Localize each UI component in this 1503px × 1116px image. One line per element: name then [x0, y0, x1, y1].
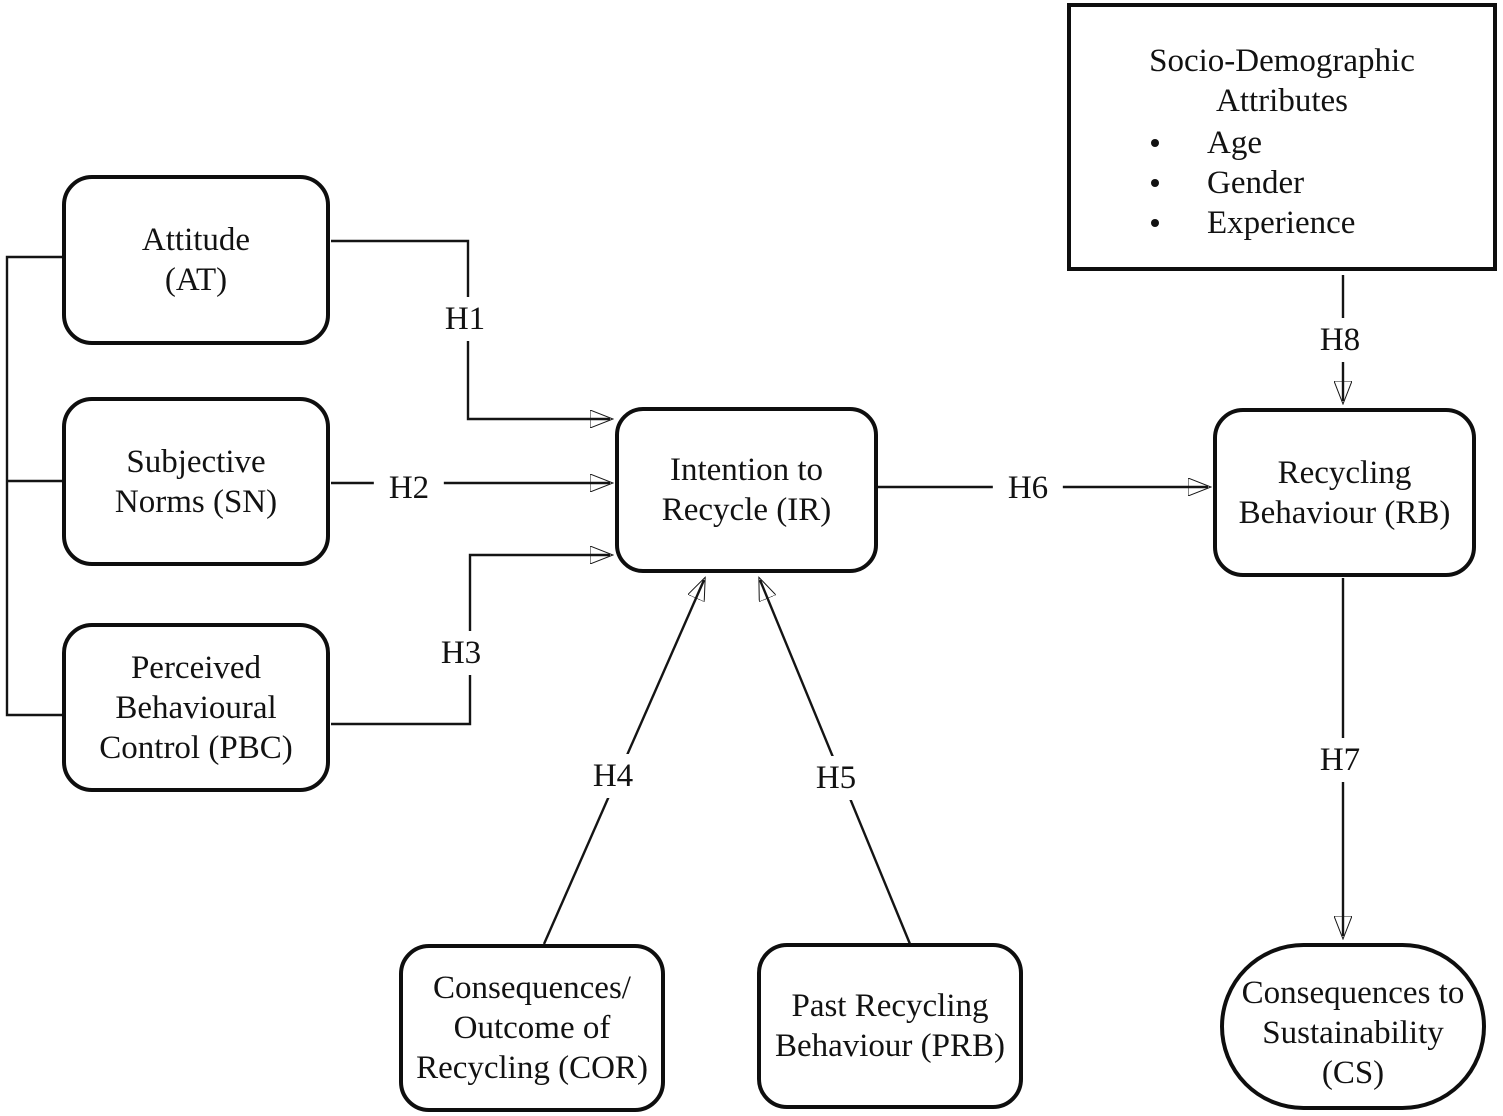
node-prb-line: Past Recycling: [791, 988, 989, 1024]
h7-label: H7: [1304, 738, 1376, 782]
node-pbc-line: Perceived: [130, 649, 262, 686]
socio-bullet-item: Gender: [1145, 163, 1493, 203]
node-attitude: Attitude (AT): [62, 175, 330, 345]
node-cs-line: (CS): [1321, 1054, 1385, 1091]
h8-label: H8: [1304, 318, 1376, 362]
node-past-recycling-behaviour: Past Recycling Behaviour (PRB): [757, 943, 1023, 1109]
node-cor-line: Consequences/: [433, 970, 631, 1006]
bullet-icon: [1151, 139, 1159, 147]
node-intention-line: Recycle (IR): [661, 492, 832, 528]
node-subjective-norms-line: Subjective: [126, 443, 266, 480]
node-recycling-behaviour-line: Behaviour (RB): [1238, 494, 1451, 531]
socio-title-line: Socio-Demographic: [1149, 43, 1415, 79]
node-intention-line: Intention to: [669, 452, 824, 488]
socio-bullet-label: Age: [1207, 125, 1262, 161]
node-intention-to-recycle: Intention to Recycle (IR): [615, 407, 878, 573]
bullet-icon: [1151, 219, 1159, 227]
node-pbc-line: Behavioural: [115, 689, 277, 726]
h1-label: H1: [429, 297, 501, 341]
socio-bullet-label: Experience: [1207, 205, 1356, 241]
node-recycling-behaviour: Recycling Behaviour (RB): [1213, 408, 1476, 577]
h3-label: H3: [425, 631, 497, 675]
node-cor-line: Recycling (COR): [416, 1050, 648, 1086]
h6-label: H6: [992, 466, 1064, 510]
correlation-bracket-line: [5, 255, 62, 717]
socio-bullet-item: Age: [1145, 123, 1493, 163]
bullet-icon: [1151, 179, 1159, 187]
node-subjective-norms-line: Norms (SN): [114, 483, 278, 520]
h4-label: H4: [577, 754, 649, 798]
socio-title-line: Attributes: [1216, 83, 1348, 119]
h5-label: H5: [800, 756, 872, 800]
node-cs-line: Consequences to: [1241, 974, 1465, 1011]
socio-content: Socio-Demographic Attributes Age Gender …: [1071, 7, 1493, 243]
node-prb-line: Behaviour (PRB): [774, 1028, 1006, 1064]
node-socio-demographic: Socio-Demographic Attributes Age Gender …: [1067, 3, 1497, 271]
node-consequences-sustainability: Consequences to Sustainability (CS): [1220, 943, 1486, 1110]
socio-bullet-list: Age Gender Experience: [1071, 123, 1493, 243]
h2-label: H2: [373, 466, 445, 510]
node-subjective-norms: Subjective Norms (SN): [62, 397, 330, 566]
node-cor-line: Outcome of: [453, 1010, 611, 1046]
node-attitude-line: (AT): [164, 262, 228, 298]
node-cs-line: Sustainability: [1262, 1014, 1444, 1051]
node-recycling-behaviour-line: Recycling: [1277, 454, 1412, 491]
socio-bullet-label: Gender: [1207, 165, 1305, 201]
node-consequences-outcome-recycling: Consequences/ Outcome of Recycling (COR): [399, 944, 665, 1112]
node-pbc-line: Control (PBC): [99, 729, 293, 766]
node-perceived-behavioural-control: Perceived Behavioural Control (PBC): [62, 623, 330, 792]
socio-bullet-item: Experience: [1145, 203, 1493, 243]
node-attitude-line: Attitude: [141, 222, 251, 258]
